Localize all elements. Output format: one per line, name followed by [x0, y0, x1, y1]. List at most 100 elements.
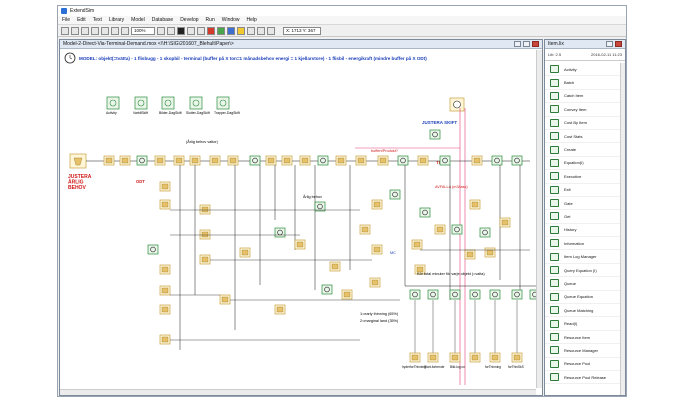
- save-icon[interactable]: [81, 26, 89, 35]
- bottom-block-row[interactable]: [409, 352, 523, 363]
- library-item-item-log-manager[interactable]: Item Log Manager: [545, 250, 621, 264]
- print-icon[interactable]: [91, 26, 99, 35]
- run-icon[interactable]: [217, 26, 225, 35]
- library-item-resource-pool-release[interactable]: Resource Pool Release: [545, 371, 621, 385]
- stop-icon[interactable]: [207, 26, 215, 35]
- create-block[interactable]: [69, 153, 87, 169]
- rect-tool-icon[interactable]: [187, 26, 195, 35]
- top-block-slutter[interactable]: [189, 96, 203, 110]
- maximize-icon[interactable]: [523, 41, 530, 47]
- library-minimize-icon[interactable]: [606, 41, 613, 47]
- top-block-trapper[interactable]: [216, 96, 230, 110]
- library-item-executive[interactable]: Executive: [545, 170, 621, 184]
- library-item-equation[interactable]: Equation(I): [545, 157, 621, 171]
- close-icon[interactable]: [532, 41, 539, 47]
- activity-icon: [550, 65, 559, 74]
- executive-icon: [550, 172, 559, 181]
- animation-icon[interactable]: [237, 26, 245, 35]
- zoom-field[interactable]: 100%: [131, 26, 155, 35]
- library-item-resource-item[interactable]: Resource Item: [545, 331, 621, 345]
- library-item-cost-by-item[interactable]: Cost By Item: [545, 117, 621, 130]
- library-item-cost-stats[interactable]: Cost Stats: [545, 130, 621, 144]
- library-item-information[interactable]: Information: [545, 237, 621, 251]
- top-label-4: Trapper-DagSkift: [214, 111, 240, 115]
- queue-matching-icon: [550, 306, 559, 315]
- line-tool-icon[interactable]: [177, 26, 185, 35]
- copy-icon[interactable]: [111, 26, 119, 35]
- library-list: Activity Batch Catch Item Convey Item Co…: [545, 63, 621, 385]
- bottom-label-4: forThinSkS: [508, 365, 524, 369]
- model-horizontal-scrollbar[interactable]: [60, 389, 536, 395]
- menu-library[interactable]: Library: [108, 17, 125, 23]
- menu-model[interactable]: Model: [131, 17, 145, 23]
- library-header: Lib: 2.5 2016-02-11 11:23: [545, 49, 625, 61]
- horizontal-connectors: [170, 209, 530, 341]
- menu-edit[interactable]: Edit: [77, 17, 86, 23]
- library-item-resource-pool[interactable]: Resource Pool: [545, 358, 621, 371]
- library-item-history[interactable]: History: [545, 224, 621, 238]
- step-icon[interactable]: [227, 26, 235, 35]
- resource-manager-icon: [550, 346, 559, 355]
- model-window-titlebar: Model-2-Direct-Via-Terminal-Demand.mox <…: [60, 40, 542, 49]
- top-block-activity[interactable]: [106, 96, 120, 110]
- library-item-read[interactable]: Read(I): [545, 317, 621, 331]
- library-item-create[interactable]: Create: [545, 143, 621, 157]
- resume-icon[interactable]: [257, 26, 265, 35]
- main-row-blocks[interactable]: [103, 155, 523, 166]
- firewood-block[interactable]: [429, 129, 441, 140]
- text-tool-icon[interactable]: [167, 26, 175, 35]
- library-item-exit[interactable]: Exit: [545, 184, 621, 197]
- right-mid-blocks[interactable]: [411, 199, 511, 275]
- new-icon[interactable]: [61, 26, 69, 35]
- library-item-query-equation[interactable]: Query Equation (I): [545, 264, 621, 278]
- library-item-resource-manager[interactable]: Resource Manager: [545, 344, 621, 358]
- library-item-batch[interactable]: Batch: [545, 76, 621, 90]
- toolbar: 100% X: 1713 Y: 367: [58, 25, 626, 37]
- menu-window[interactable]: Window: [221, 17, 240, 23]
- bottom-stack-connectors: [414, 300, 518, 360]
- minimize-icon[interactable]: [514, 41, 521, 47]
- model-canvas[interactable]: MODEL: objekt(=tvätta) - 1 flisbugg - 1 …: [60, 50, 542, 388]
- pause-icon[interactable]: [247, 26, 255, 35]
- menu-text[interactable]: Text: [92, 17, 102, 23]
- cut-icon[interactable]: [101, 26, 109, 35]
- library-scrollbar[interactable]: [620, 63, 625, 395]
- top-block-varbil[interactable]: [134, 96, 148, 110]
- pointer-icon[interactable]: [157, 26, 165, 35]
- library-item-activity[interactable]: Activity: [545, 63, 621, 77]
- debug-icon[interactable]: [267, 26, 275, 35]
- top-label-2: Bilder-DagSkift: [159, 111, 182, 115]
- odt-label: ODT: [136, 179, 145, 184]
- top-block-bilder[interactable]: [161, 96, 175, 110]
- menu-file[interactable]: File: [62, 17, 71, 23]
- kor-total-label: Kör total minuter för varje objekt (=val…: [417, 272, 485, 276]
- menu-help[interactable]: Help: [246, 17, 257, 23]
- catch-item-icon: [550, 91, 559, 100]
- open-icon[interactable]: [71, 26, 79, 35]
- library-item-get[interactable]: Get: [545, 210, 621, 224]
- loading-row-blocks[interactable]: [409, 289, 541, 300]
- library-item-queue-matching[interactable]: Queue Matching: [545, 304, 621, 318]
- library-close-icon[interactable]: [615, 41, 622, 47]
- model-heading: MODEL: objekt(=tvätta) - 1 flisbugg - 1 …: [79, 55, 427, 61]
- library-item-catch-item[interactable]: Catch Item: [545, 90, 621, 104]
- justera-arlig-label: JUSTERA ÅRLIG BEHOV: [68, 174, 93, 191]
- library-item-gate[interactable]: Gate: [545, 197, 621, 211]
- trailer-timer-block[interactable]: [449, 97, 465, 112]
- library-item-convey-item[interactable]: Convey Item: [545, 103, 621, 117]
- menu-develop[interactable]: Develop: [180, 17, 199, 23]
- resource-pool-icon: [550, 359, 559, 368]
- model-vertical-scrollbar[interactable]: [536, 50, 542, 388]
- legend-early-thinning: 1=early thinning (65%): [360, 312, 399, 316]
- paste-icon[interactable]: [121, 26, 129, 35]
- library-titlebar: Item.lix: [545, 40, 625, 49]
- resource-pool-release-icon: [550, 373, 559, 382]
- arlig-behov-valtor-label: (Årlig behov valtor): [186, 139, 219, 144]
- library-item-queue[interactable]: Queue: [545, 277, 621, 291]
- buffert-produkt-label: buffert/Produkt?: [371, 149, 398, 153]
- menu-database[interactable]: Database: [151, 17, 174, 23]
- menu-run[interactable]: Run: [205, 17, 215, 23]
- bottom-label-1: Start-forbende: [424, 365, 445, 369]
- oval-tool-icon[interactable]: [197, 26, 205, 35]
- library-item-queue-equation[interactable]: Queue Equation: [545, 291, 621, 305]
